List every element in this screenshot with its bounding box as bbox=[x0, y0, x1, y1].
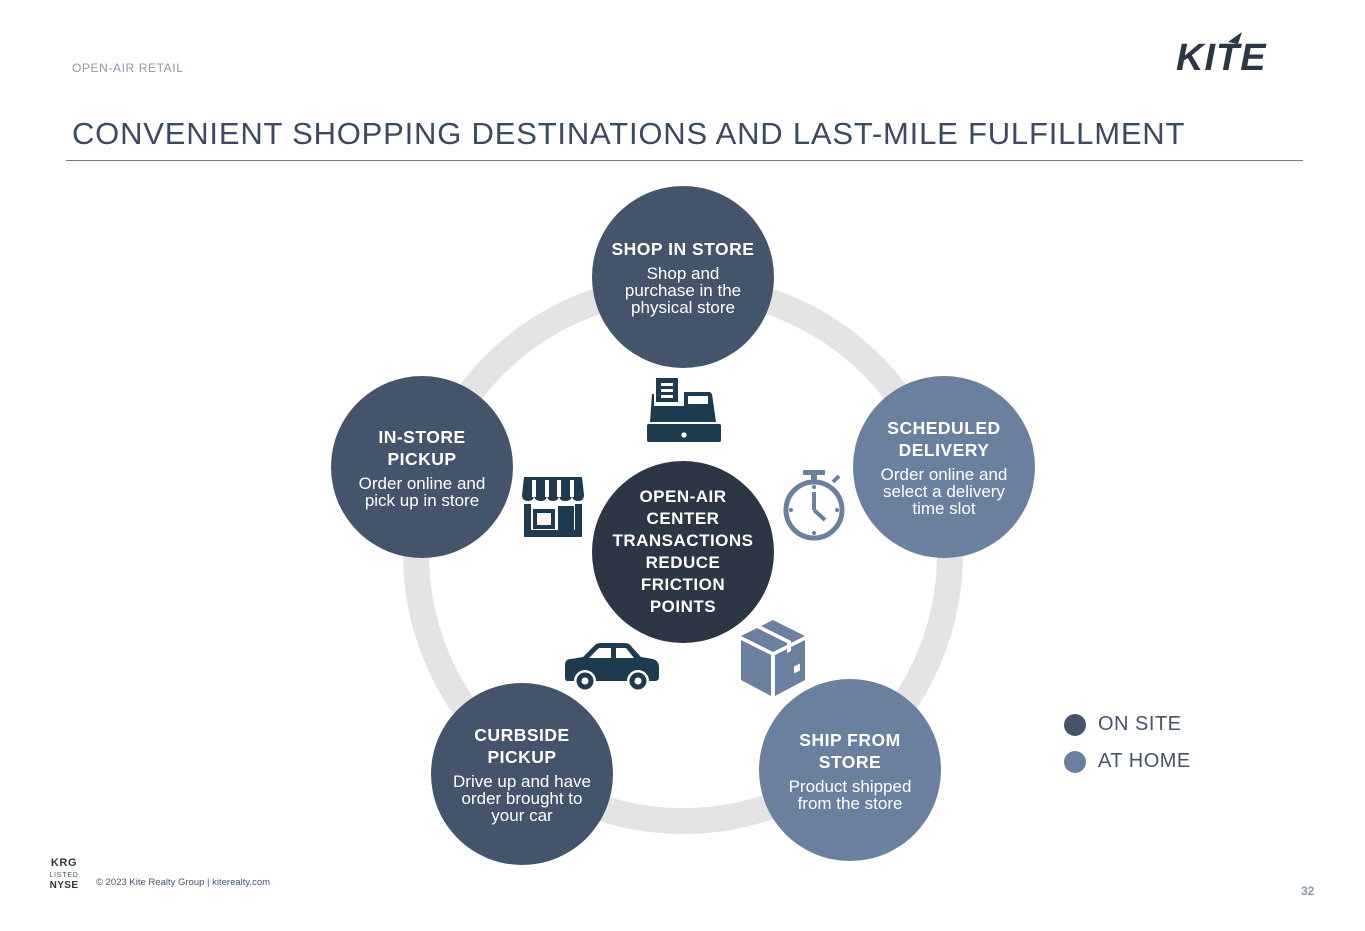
section-label: OPEN-AIR RETAIL bbox=[72, 61, 184, 75]
node-title: SHIP FROM STORE bbox=[799, 729, 901, 772]
node-description: Shop and purchase in the physical store bbox=[624, 264, 742, 317]
page-title: CONVENIENT SHOPPING DESTINATIONS AND LAS… bbox=[72, 116, 1186, 151]
node-description: Product shipped from the store bbox=[788, 776, 912, 813]
title-divider bbox=[66, 160, 1303, 161]
car-icon bbox=[565, 643, 659, 692]
badge-listed: LISTED bbox=[49, 872, 79, 879]
legend: ON SITE AT HOME bbox=[1064, 706, 1191, 780]
nyse-listed-badge: KRG LISTED NYSE bbox=[48, 857, 80, 891]
legend-label: ON SITE bbox=[1098, 713, 1182, 735]
badge-exchange: NYSE bbox=[49, 880, 79, 891]
legend-item-on-site: ON SITE bbox=[1064, 706, 1191, 743]
center-node-title: OPEN-AIR CENTER TRANSACTIONS REDUCE FRIC… bbox=[612, 487, 754, 616]
legend-swatch bbox=[1064, 713, 1086, 736]
badge-ticker: KRG bbox=[50, 857, 78, 869]
legend-swatch bbox=[1064, 750, 1086, 773]
node-curbside-pickup: CURBSIDE PICKUP Drive up and have order … bbox=[431, 683, 613, 865]
node-ship-from-store: SHIP FROM STORE Product shipped from the… bbox=[759, 679, 941, 861]
stopwatch-icon bbox=[783, 470, 845, 541]
node-title: SCHEDULED DELIVERY bbox=[887, 418, 1001, 460]
storefront-icon bbox=[522, 477, 584, 537]
package-box-icon bbox=[741, 620, 805, 696]
node-scheduled-delivery: SCHEDULED DELIVERY Order online and sele… bbox=[853, 376, 1035, 558]
node-in-store-pickup: IN-STORE PICKUP Order online and pick up… bbox=[331, 376, 513, 558]
legend-label: AT HOME bbox=[1098, 750, 1191, 772]
node-description: Order online and pick up in store bbox=[358, 473, 486, 510]
kite-logo: KITE bbox=[1176, 32, 1267, 74]
node-title: IN-STORE PICKUP bbox=[378, 426, 466, 469]
node-title: SHOP IN STORE bbox=[611, 239, 755, 259]
node-title: CURBSIDE PICKUP bbox=[474, 725, 570, 767]
copyright-text: © 2023 Kite Realty Group | kiterealty.co… bbox=[96, 877, 271, 888]
center-node: OPEN-AIR CENTER TRANSACTIONS REDUCE FRIC… bbox=[592, 461, 774, 643]
node-description: Order online and select a delivery time … bbox=[880, 465, 1008, 518]
node-shop-in-store: SHOP IN STORE Shop and purchase in the p… bbox=[592, 186, 774, 368]
svg-text:KITE: KITE bbox=[1176, 37, 1267, 74]
legend-item-at-home: AT HOME bbox=[1064, 743, 1191, 780]
cash-register-icon bbox=[647, 378, 721, 442]
page-number: 32 bbox=[1301, 884, 1315, 898]
node-description: Drive up and have order brought to your … bbox=[453, 772, 591, 825]
